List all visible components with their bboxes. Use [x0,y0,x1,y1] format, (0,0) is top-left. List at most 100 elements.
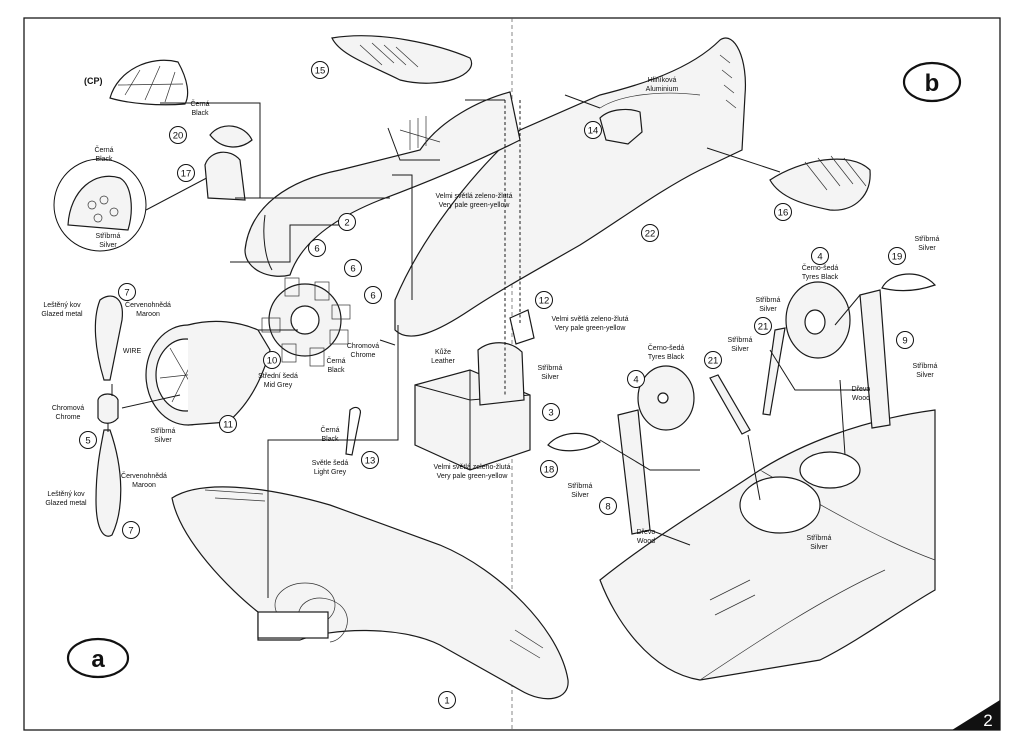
callout-pale-green-top: Velmi světlá zeleno-žlutá [435,193,512,200]
callout-midgrey-10: Mid Grey [264,382,293,389]
part-number: 17 [181,168,192,179]
part-number-circle [542,403,560,421]
cp-label: (CP) [84,76,103,86]
part-number-circle [311,61,329,79]
strut-21-left [709,374,751,435]
gear-door-9 [859,289,891,429]
callout-stribrna-silver-panel: Stříbrná [96,233,121,240]
callout-stribrna-11: Silver [154,437,172,444]
part-17 [204,151,246,201]
callout-tyres-4-left: Tyres Black [648,354,685,361]
part-number: 2 [344,217,349,228]
page-number: 2 [983,711,992,730]
strut-21-top [762,327,786,416]
part-number-circle [219,415,237,433]
part-number-circle [308,239,326,257]
callout-stribrna-21-top: Stříbrná [756,297,781,304]
callout-chrome-6: Chromová [347,343,379,350]
part-number: 6 [350,263,355,274]
callout-cerna-black-20: Černá [190,99,209,108]
callout-stribrna-3: Stříbrná [538,365,563,372]
callout-cerna-black-panel: Černá [94,145,113,154]
callout-lightgrey-13: Light Grey [314,469,347,476]
callout-stribrna-9: Stříbrná [913,363,938,370]
callout-chrome-5: Chromová [52,405,84,412]
callout-pale-green-12: Very pale green-yellow [555,325,627,332]
part-number: 12 [539,295,550,306]
panel-a-badge: a [66,637,130,679]
part-number: 15 [315,65,326,76]
part-number: 5 [85,435,90,446]
callout-lightgrey-13: Světle šedá [312,460,349,467]
callout-maroon-top: Maroon [136,311,160,318]
gear-door-8 [617,409,651,535]
callout-stribrna-3: Silver [541,374,559,381]
callout-pale-green-3: Very pale green-yellow [437,473,509,480]
callout-stribrna-11: Stříbrná [151,428,176,435]
part-number-circle [118,283,136,301]
part-number: 4 [633,374,638,385]
part-number-circle [888,247,906,265]
part-number-circle [535,291,553,309]
cover-18 [547,432,601,452]
part-number: 20 [173,130,184,141]
callout-cerna-black-20: Black [191,110,209,117]
page-number-tab [952,700,1000,730]
part-number-circle [263,351,281,369]
part-number: 9 [902,335,907,346]
callout-stribrna-18: Stříbrná [568,483,593,490]
prop-blade-bottom [95,429,122,537]
callout-cerna-13: Black [321,436,339,443]
callout-maroon-bottom: Maroon [132,482,156,489]
callout-drevo-8: Dřevo [637,529,656,536]
spinner [97,393,119,424]
callout-cerna-black-panel: Black [95,156,113,163]
callout-lestenykov-bottom: Leštěný kov [47,491,85,498]
callout-pale-green-3: Velmi světlá zeleno-žlutá [433,464,510,471]
part-number-circle [540,460,558,478]
part-number-circle [79,431,97,449]
callout-stribrna-silver-panel: Silver [99,242,117,249]
part-number: 14 [588,125,599,136]
callout-tyres-4-left: Černo-šedá [648,343,685,352]
part-number-circle [704,351,722,369]
part-number-circle [338,213,356,231]
callout-pale-green-12: Velmi světlá zeleno-žlutá [551,316,628,323]
wing-underside-b [599,409,936,681]
part-number-circle [122,521,140,539]
fuselage-half-2 [244,91,521,277]
part-number: 10 [267,355,278,366]
callout-cerna-6: Black [327,367,345,374]
panel-letter-b: b [925,70,940,97]
part-number: 18 [544,464,555,475]
callout-drevo-9: Wood [852,395,870,402]
callout-stribrna-9: Silver [916,372,934,379]
part-number-circle [896,331,914,349]
callout-tyres-4-top: Tyres Black [802,274,839,281]
part-number-circle [774,203,792,221]
callout-leather: Kůže [435,348,451,356]
part-number-circle [344,259,362,277]
callout-labels: ČernáBlackČernáBlackStříbrnáSilverHliník… [41,77,939,551]
callout-pale-green-top: Very pale green-yellow [439,202,511,209]
callout-lestenykov-bottom: Glazed metal [45,500,87,507]
callout-stribrna-19: Silver [918,245,936,252]
callout-stribrna-bay: Silver [810,544,828,551]
part-number-circle [361,451,379,469]
part-number: 22 [645,228,656,239]
callout-stribrna-21-left: Stříbrná [728,337,753,344]
part-number-circle [177,164,195,182]
panel-b [547,273,937,681]
prop-blade-top [94,295,123,381]
tailplane-16 [769,158,871,211]
canopy-cp [109,59,189,106]
part-numbers: 1234456667789101112131415161718192021212… [79,61,914,709]
callout-drevo-9: Dřevo [852,386,871,393]
lower-wing [171,486,569,700]
part-number: 7 [128,525,133,536]
part-number: 11 [223,419,233,430]
part-number-circle [169,126,187,144]
callout-maroon-top: Červenohnědá [125,300,171,309]
callout-tyres-4-top: Černo-šedá [802,263,839,272]
